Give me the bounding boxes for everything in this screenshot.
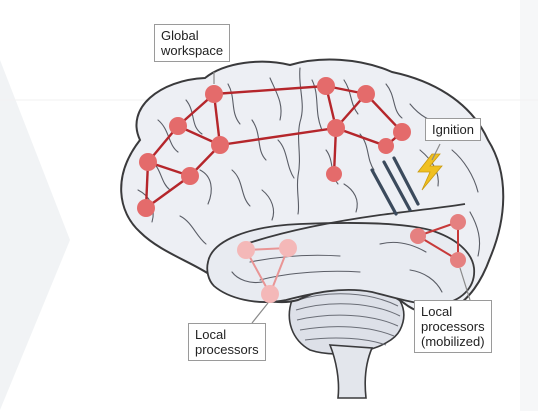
workspace-node bbox=[137, 199, 155, 217]
mobilized-node bbox=[410, 228, 426, 244]
watermark-shape-right bbox=[520, 0, 538, 411]
workspace-node bbox=[139, 153, 157, 171]
workspace-node bbox=[378, 138, 394, 154]
mobilized-node bbox=[450, 214, 466, 230]
global-workspace-label: Global workspace bbox=[154, 24, 230, 62]
workspace-node bbox=[326, 166, 342, 182]
workspace-node bbox=[317, 77, 335, 95]
local-node bbox=[261, 285, 279, 303]
local-processors-mobilized-label: Local processors (mobilized) bbox=[414, 300, 492, 353]
local-processors-label: Local processors bbox=[188, 323, 266, 361]
ignition-label: Ignition bbox=[425, 118, 481, 141]
workspace-node bbox=[393, 123, 411, 141]
workspace-node bbox=[205, 85, 223, 103]
mobilized-node bbox=[450, 252, 466, 268]
workspace-node bbox=[169, 117, 187, 135]
workspace-node bbox=[181, 167, 199, 185]
local-node bbox=[279, 239, 297, 257]
workspace-node bbox=[211, 136, 229, 154]
workspace-node bbox=[327, 119, 345, 137]
local-node bbox=[237, 241, 255, 259]
workspace-node bbox=[357, 85, 375, 103]
